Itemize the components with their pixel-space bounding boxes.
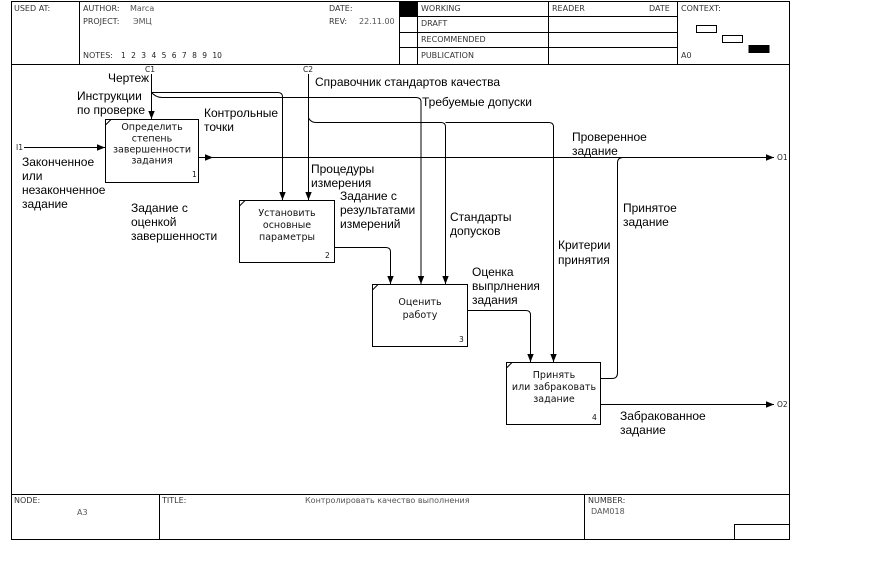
box-3-number: 3: [459, 335, 464, 344]
context-box-3-current: [748, 45, 770, 53]
arrow-tol-std: [308, 117, 449, 284]
used-at-label: USED AT:: [14, 4, 50, 13]
author-label: AUTHOR:: [83, 4, 120, 13]
label-inspection-instr-1: Инструкции: [77, 89, 142, 103]
status-publication: PUBLICATION: [421, 51, 474, 60]
box-4-number: 4: [592, 413, 597, 422]
box-1-line-1: Определить: [121, 122, 183, 133]
box-1-line-2: степень: [132, 134, 173, 145]
label-task-eval-2: выпрлнения: [472, 279, 540, 293]
number-label: NUMBER:: [588, 496, 625, 505]
label-required-tol: Требуемые допуски: [422, 95, 532, 109]
box-4-line-1: Принять: [533, 370, 576, 381]
project-value: ЭМЦ: [133, 17, 152, 26]
reader-date-label: DATE: [649, 4, 670, 13]
label-meas-procedures-2: измерения: [311, 176, 371, 190]
box-1-line-4: задания: [131, 156, 172, 167]
label-task-in-4: задание: [22, 197, 68, 211]
number-value: DAM018: [591, 507, 625, 516]
rev-value: 22.11.00: [359, 17, 395, 26]
box-1-line-3: завершенности: [113, 145, 191, 156]
label-tol-std-2: допусков: [450, 224, 500, 238]
context-node: A0: [681, 51, 692, 60]
box-3-line-1: Оценить: [398, 297, 442, 308]
tunnel-i1: I1: [16, 143, 23, 152]
context-box-2: [722, 35, 743, 43]
box-2-line-2: основные: [263, 220, 311, 231]
label-task-rated-1: Задание с: [131, 201, 188, 215]
label-rejected-task-1: Забракованное: [620, 409, 706, 423]
box-2-line-3: параметры: [259, 232, 315, 243]
label-inspection-instr-2: по проверке: [77, 103, 145, 117]
label-meas-procedures-1: Процедуры: [311, 162, 374, 176]
reader-label: READER: [552, 4, 585, 13]
header-block: USED AT: AUTHOR: Marca PROJECT: ЭМЦ DATE…: [11, 2, 790, 65]
notes-label: NOTES:: [83, 51, 113, 60]
title-label: TITLE:: [161, 496, 186, 505]
status-draft: DRAFT: [421, 19, 447, 28]
label-task-rated-2: оценкой: [131, 215, 176, 229]
tunnel-o1: O1: [777, 153, 788, 162]
notes-numbers: 1 2 3 4 5 6 7 8 9 10: [121, 51, 222, 60]
activity-box-3[interactable]: Оценить работу 3: [372, 284, 468, 347]
arrow-checkpoints: [151, 92, 286, 200]
box-1-number: 1: [192, 170, 197, 179]
label-task-in-2: или: [22, 169, 42, 183]
arrows: [24, 74, 774, 408]
label-task-meas-3: измерений: [340, 217, 401, 231]
working-status-marker: [400, 2, 417, 16]
node-label: NODE:: [14, 496, 40, 505]
arrow-accepted-task: [601, 157, 624, 379]
project-label: PROJECT:: [83, 17, 119, 26]
label-rejected-task-2: задание: [620, 423, 666, 437]
arrow-criteria: [445, 122, 557, 362]
label-task-in-1: Законченное: [22, 155, 94, 169]
tunnel-o2: O2: [777, 400, 788, 409]
status-working: WORKING: [421, 4, 461, 13]
label-task-meas-2: результатами: [340, 203, 415, 217]
activity-box-2[interactable]: Установить основные параметры 2: [239, 200, 335, 263]
arrow-task-meas: [335, 247, 394, 284]
label-verified-task-2: задание: [572, 144, 618, 158]
box-2-number: 2: [325, 251, 330, 260]
node-value: A3: [77, 508, 88, 517]
arrow-task-eval: [468, 310, 534, 362]
activity-box-4[interactable]: Принять или забраковать задание 4: [506, 362, 601, 425]
label-criteria-2: принятия: [558, 253, 610, 267]
label-criteria-1: Критерии: [558, 238, 610, 252]
tunnel-c1: C1: [145, 65, 155, 74]
label-tol-std-1: Стандарты: [450, 210, 512, 224]
label-task-eval-1: Оценка: [472, 265, 514, 279]
label-accepted-task-1: Принятое: [623, 201, 677, 215]
author-value: Marca: [130, 4, 154, 13]
box-2-line-1: Установить: [258, 208, 316, 219]
box-4-line-3: задание: [533, 394, 575, 405]
label-task-meas-1: Задание с: [340, 189, 397, 203]
label-quality-std: Справочник стандартов качества: [315, 75, 500, 89]
label-verified-task-1: Проверенное: [572, 130, 647, 144]
label-task-in-3: незаконченное: [22, 183, 106, 197]
label-drawing: Чертеж: [108, 71, 149, 85]
page-frame: [11, 1, 790, 540]
rev-label: REV:: [329, 17, 347, 26]
box-4-line-2: или забраковать: [512, 382, 597, 393]
arrow-required-tol: [151, 92, 425, 284]
context-box-1: [696, 25, 717, 33]
label-task-rated-3: завершенности: [131, 229, 217, 243]
date-label: DATE:: [329, 4, 353, 13]
status-recommended: RECOMMENDED: [421, 35, 486, 44]
title-value: Контролировать качество выполнения: [305, 496, 470, 505]
tunnel-c2: C2: [303, 65, 313, 74]
activity-box-1[interactable]: Определить степень завершенности задания…: [105, 119, 199, 183]
label-checkpoints-1: Контрольные: [204, 106, 278, 120]
box-3-line-2: работу: [403, 310, 438, 321]
label-accepted-task-2: задание: [623, 215, 669, 229]
context-label: CONTEXT:: [681, 4, 721, 13]
label-checkpoints-2: точки: [204, 120, 234, 134]
label-task-eval-3: задания: [472, 293, 518, 307]
footer-block: NODE: A3 TITLE: Контролировать качество …: [11, 494, 790, 540]
